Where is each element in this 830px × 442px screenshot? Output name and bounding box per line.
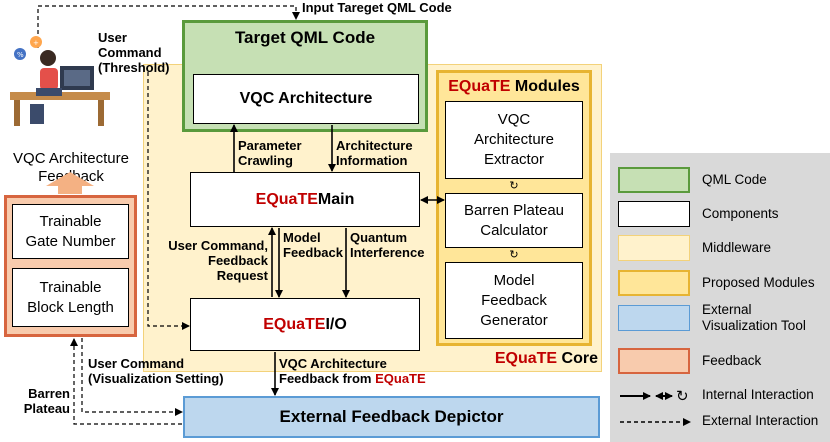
user-command-visualization-label: User Command (Visualization Setting)	[88, 356, 224, 386]
legend-label-proposed-modules: Proposed Modules	[702, 275, 815, 290]
parameter-crawling-label: Parameter Crawling	[238, 138, 302, 168]
user-illustration: % +	[10, 36, 110, 126]
legend-swatch-middleware	[618, 235, 690, 261]
target-qml-code-title: Target QML Code	[234, 28, 376, 47]
refresh-icon: ↻	[509, 249, 519, 261]
legend-swatch-external-tool	[618, 305, 690, 331]
legend-label-feedback: Feedback	[702, 353, 762, 368]
legend-label-middleware: Middleware	[702, 240, 772, 255]
user-command-threshold-label: User Command (Threshold)	[98, 30, 170, 75]
architecture-information-label: Architecture Information	[336, 138, 413, 168]
equate-main-box: EQuaTE Main	[190, 172, 420, 227]
svg-text:%: %	[17, 51, 24, 59]
feedback-up-arrow	[46, 172, 94, 194]
legend-swatch-qml-code	[618, 167, 690, 193]
legend-swatch-components	[618, 201, 690, 227]
svg-text:+: +	[33, 39, 39, 47]
input-qml-label: Input Tareget QML Code	[302, 0, 452, 15]
visualization-setting-arrow	[81, 338, 183, 416]
svg-text:↻: ↻	[676, 387, 689, 405]
vqc-architecture-box: VQC Architecture	[193, 74, 419, 124]
legend-label-external-tool: External Visualization Tool	[702, 302, 806, 333]
threshold-arrow	[147, 72, 190, 330]
barren-plateau-arrow	[70, 338, 182, 425]
legend-label-external: External Interaction	[702, 413, 819, 428]
legend-swatch-feedback	[618, 348, 690, 374]
equate-word: EQuaTE	[263, 315, 326, 333]
quantum-interference-label: Quantum Interference	[350, 230, 425, 260]
equate-word: EQuaTE	[255, 190, 318, 208]
vqc-feedback-from-label: VQC Architecture Feedback from EQuaTE	[279, 356, 426, 386]
barren-plateau-label: Barren Plateau	[23, 386, 70, 416]
legend-swatch-proposed-modules	[618, 270, 690, 296]
user-command-feedback-request-label: User Command, Feedback Request	[168, 238, 268, 283]
model-feedback-label: Model Feedback	[283, 230, 343, 260]
legend-label-components: Components	[702, 206, 779, 221]
legend-label-internal: Internal Interaction	[702, 387, 814, 402]
legend-label-qml-code: QML Code	[702, 172, 767, 187]
external-feedback-depictor-box: External Feedback Depictor	[183, 396, 600, 438]
equate-io-box: EQuaTE I/O	[190, 298, 420, 351]
equate-core-label: EQuaTE Core	[494, 350, 598, 367]
input-qml-arrow	[37, 5, 300, 48]
refresh-icon: ↻	[509, 180, 519, 192]
equate-modules-title: EQuaTE Modules	[448, 78, 580, 95]
